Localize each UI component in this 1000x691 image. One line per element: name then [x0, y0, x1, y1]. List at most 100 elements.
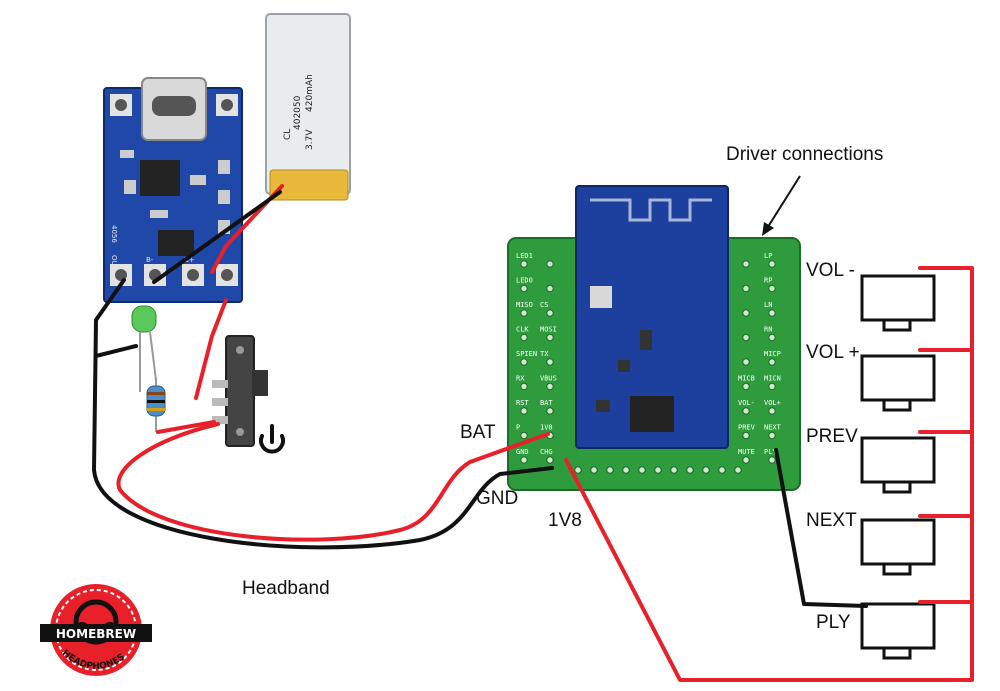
label-prev: PREV: [806, 426, 858, 447]
wire-battery-minus: [152, 190, 282, 284]
header-hole: [546, 284, 554, 293]
header-hole: [546, 358, 554, 366]
wire-bat-headband: [116, 422, 550, 542]
header-hole: [768, 260, 776, 268]
label-next: NEXT: [806, 510, 857, 531]
button-vol-plus: [860, 354, 936, 412]
header-hole: [520, 260, 528, 268]
homebrew-headphones-logo: HOMEBREW HEADPHONES: [40, 584, 152, 676]
header-hole: [742, 260, 750, 268]
power-switch: [212, 335, 268, 447]
charger-module: 4056 OUT- B- B+: [103, 77, 243, 303]
button-vol-minus: [860, 274, 936, 332]
battery-voltage: 3.7V: [305, 129, 315, 150]
header-hole: [702, 466, 710, 474]
header-hole: [768, 284, 776, 293]
header-hole: [654, 466, 662, 474]
header-hole: [520, 284, 528, 293]
pin-label-left: LED1: [516, 252, 533, 260]
header-hole: [768, 382, 776, 391]
resistor: [146, 378, 166, 432]
header-hole: [686, 466, 694, 474]
button-prev: [860, 436, 936, 494]
header-hole: [742, 358, 750, 366]
header-hole: [546, 407, 554, 415]
wire-led-tap: [94, 344, 138, 358]
battery-brand: CL: [283, 129, 293, 140]
pin-label-left-2: CS: [540, 301, 548, 309]
b-plus-label: B+: [184, 256, 195, 264]
pin-label-left: MISO: [516, 301, 533, 309]
header-hole: [520, 407, 528, 415]
pin-label-left: GND: [516, 448, 529, 456]
header-hole: [742, 382, 750, 391]
pin-label-right: RP: [764, 277, 772, 285]
header-hole: [768, 407, 776, 415]
pin-label-left: RST: [516, 399, 529, 407]
wire-resistor-switch: [156, 420, 216, 434]
pin-label-left-2: 1V8: [540, 424, 553, 432]
header-hole: [718, 466, 726, 474]
header-hole: [546, 456, 554, 464]
header-hole: [768, 309, 776, 317]
charger-chip: [140, 160, 180, 196]
pin-label-right: MICN: [764, 375, 781, 383]
header-hole: [520, 333, 528, 342]
pin-label-left: LED0: [516, 277, 533, 285]
header-hole: [742, 431, 750, 440]
pin-label-left-2: MOSI: [540, 326, 557, 334]
lipo-battery: 402050 3.7V 420mAh CL: [265, 13, 351, 201]
wire-bplus-switch: [194, 298, 228, 400]
button-next: [860, 518, 936, 576]
header-hole: [622, 466, 630, 474]
wire-ply: [774, 448, 868, 608]
header-hole: [546, 309, 554, 317]
header-hole: [520, 382, 528, 391]
header-hole: [742, 407, 750, 415]
pin-label-left: SPIEN: [516, 350, 537, 358]
header-hole: [638, 466, 646, 474]
header-hole: [546, 382, 554, 391]
wire-ground-headband: [92, 278, 554, 550]
header-hole: [520, 431, 528, 440]
pin-label-left: CLK: [516, 326, 529, 334]
pin-label-right-2: VOL-: [738, 399, 755, 407]
wire-1v8: [564, 266, 974, 682]
header-hole: [768, 333, 776, 342]
pin-label-left: RX: [516, 375, 525, 383]
header-hole: [742, 309, 750, 317]
label-bat: BAT: [460, 422, 496, 443]
charger-chip-label: 4056: [110, 225, 118, 243]
status-led: [131, 305, 157, 392]
header-hole: [768, 456, 776, 464]
header-hole: [520, 358, 528, 366]
label-ply: PLY: [816, 612, 851, 633]
pin-label-left-2: TX: [540, 350, 549, 358]
out-minus-label: OUT-: [110, 255, 118, 272]
button-ply: [860, 602, 936, 660]
pin-label-right: NEXT: [764, 424, 782, 432]
pin-label-right-2: MUTE: [738, 448, 755, 456]
pin-label-right: LP: [764, 252, 772, 260]
label-headband: Headband: [242, 578, 330, 599]
header-hole: [546, 333, 554, 342]
header-hole: [768, 358, 776, 366]
b-minus-label: B-: [146, 256, 154, 264]
header-hole: [734, 466, 742, 474]
header-hole: [742, 333, 750, 342]
header-hole: [768, 431, 776, 440]
header-hole: [574, 466, 582, 474]
pin-label-left-2: VBUS: [540, 375, 557, 383]
pin-label-right: MICP: [764, 350, 781, 358]
pin-label-right: LN: [764, 301, 772, 309]
pin-label-right: VOL+: [764, 399, 781, 407]
label-gnd: GND: [476, 488, 518, 509]
header-hole: [520, 309, 528, 317]
header-hole: [742, 284, 750, 293]
power-icon: [259, 424, 285, 454]
label-vol-minus: VOL -: [806, 260, 855, 281]
logo-top-text: HOMEBREW: [56, 627, 136, 641]
pin-label-left: P: [516, 424, 520, 432]
